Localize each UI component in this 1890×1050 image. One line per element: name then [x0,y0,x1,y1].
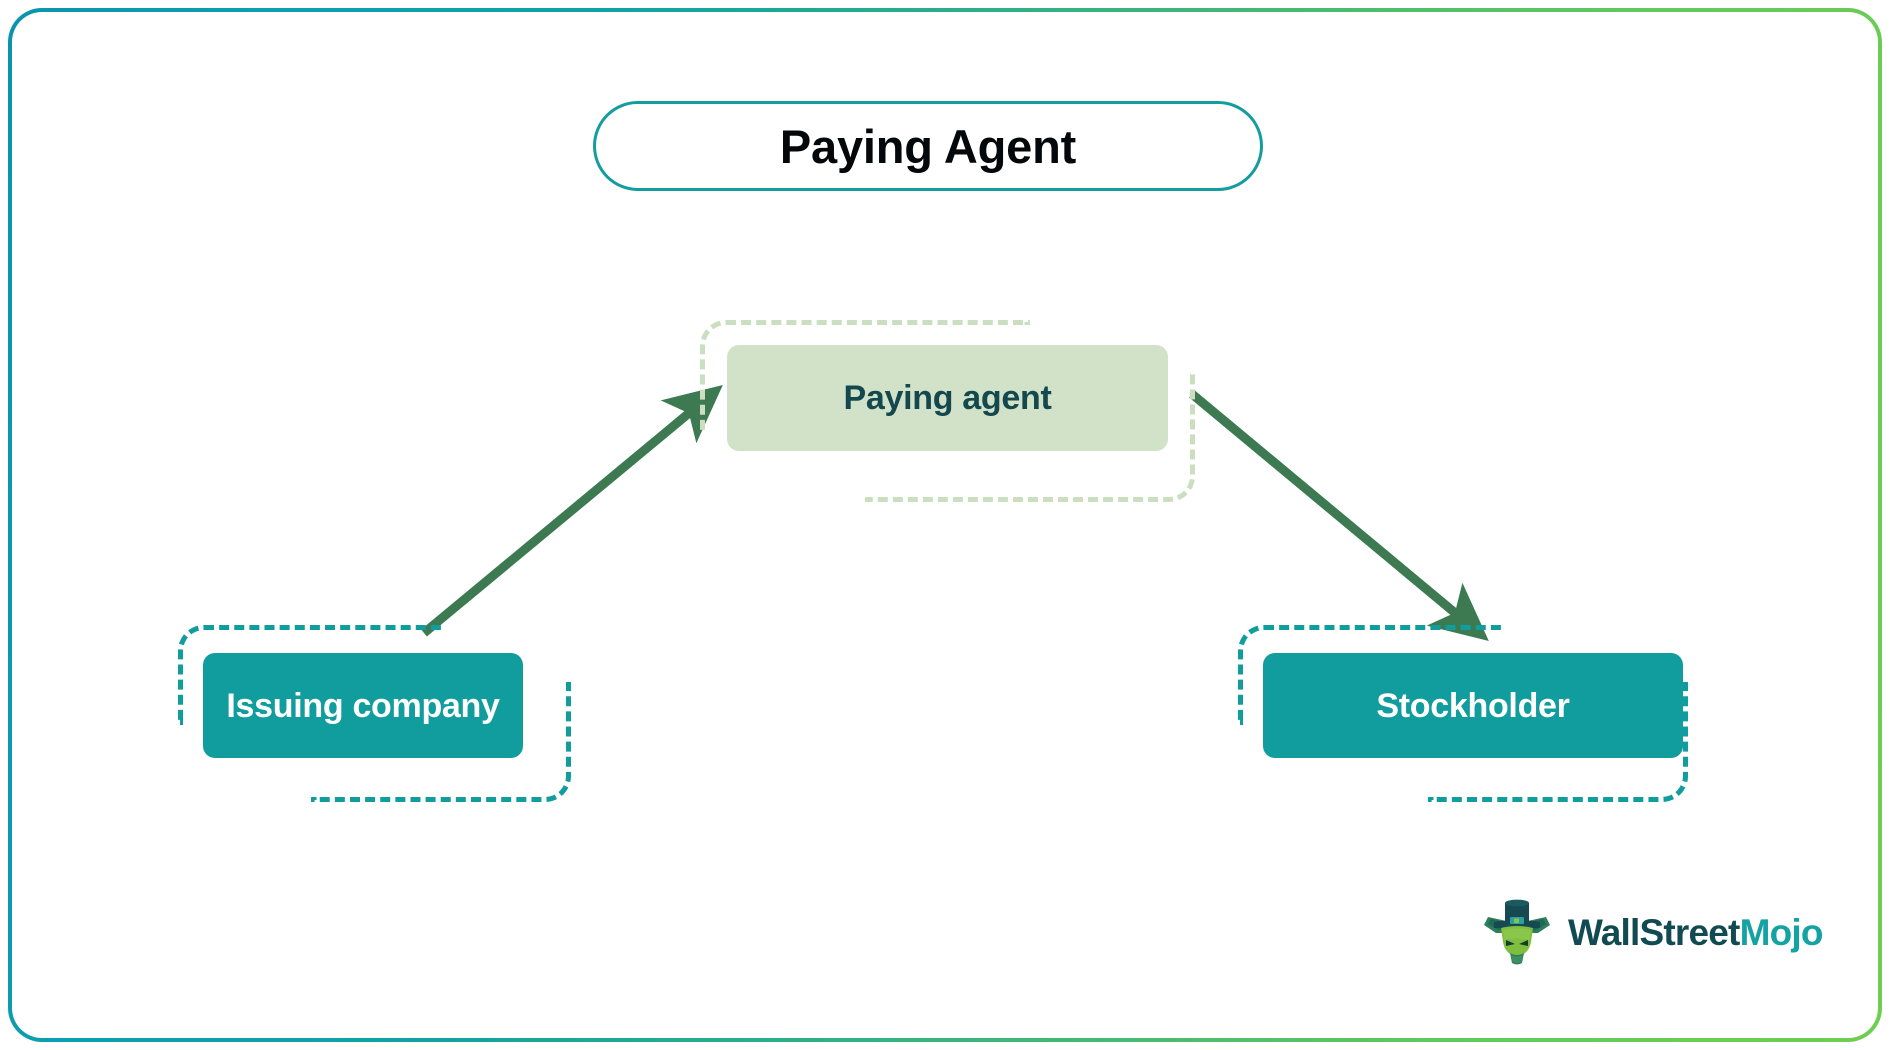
node-body[interactable]: Issuing company [203,653,523,758]
node-label: Issuing company [226,686,500,725]
node-bracket-top-left [1238,625,1503,725]
node-bracket-top-left [700,320,1030,430]
node-stockholder[interactable]: Stockholder [1238,625,1688,802]
logo-wordmark: WallStreetMojo [1568,914,1823,951]
page-title: Paying Agent [593,101,1263,191]
node-paying-agent[interactable]: Paying agent [700,320,1200,502]
node-label: Paying agent [843,379,1052,417]
node-bracket-top-left [178,625,443,725]
wallstreetmojo-bull-mascot-icon [1484,899,1550,965]
logo-text-accent: Mojo [1739,911,1824,953]
logo-text-primary: WallStreet [1568,911,1740,953]
wallstreetmojo-logo[interactable]: WallStreetMojo [1480,895,1823,969]
node-body[interactable]: Stockholder [1263,653,1683,758]
node-body[interactable]: Paying agent [727,345,1168,451]
node-label: Stockholder [1376,686,1570,725]
page-title-text: Paying Agent [779,119,1077,173]
node-issuing-company[interactable]: Issuing company [178,625,598,802]
node-bracket-bottom-right [1428,682,1688,802]
node-bracket-bottom-right [311,682,571,802]
node-bracket-bottom-right [865,372,1195,502]
